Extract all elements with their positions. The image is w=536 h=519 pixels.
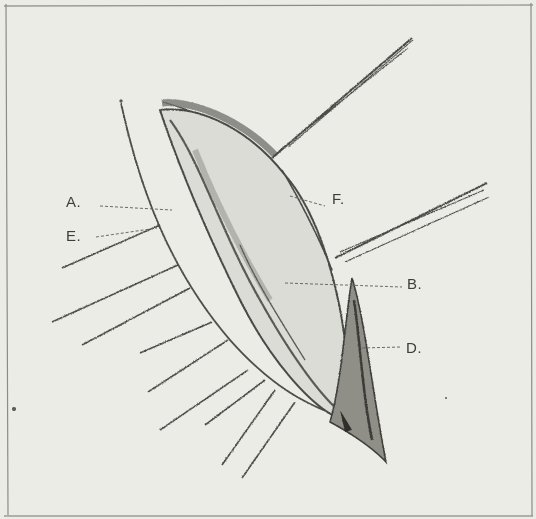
label-e: E. (66, 228, 81, 245)
label-a: A. (66, 194, 81, 211)
label-f: F. (332, 191, 345, 208)
needle-lower (335, 183, 489, 262)
label-d: D. (406, 340, 422, 357)
label-b: B. (407, 276, 422, 293)
needle-upper (272, 38, 413, 158)
spindle-body (160, 103, 348, 419)
